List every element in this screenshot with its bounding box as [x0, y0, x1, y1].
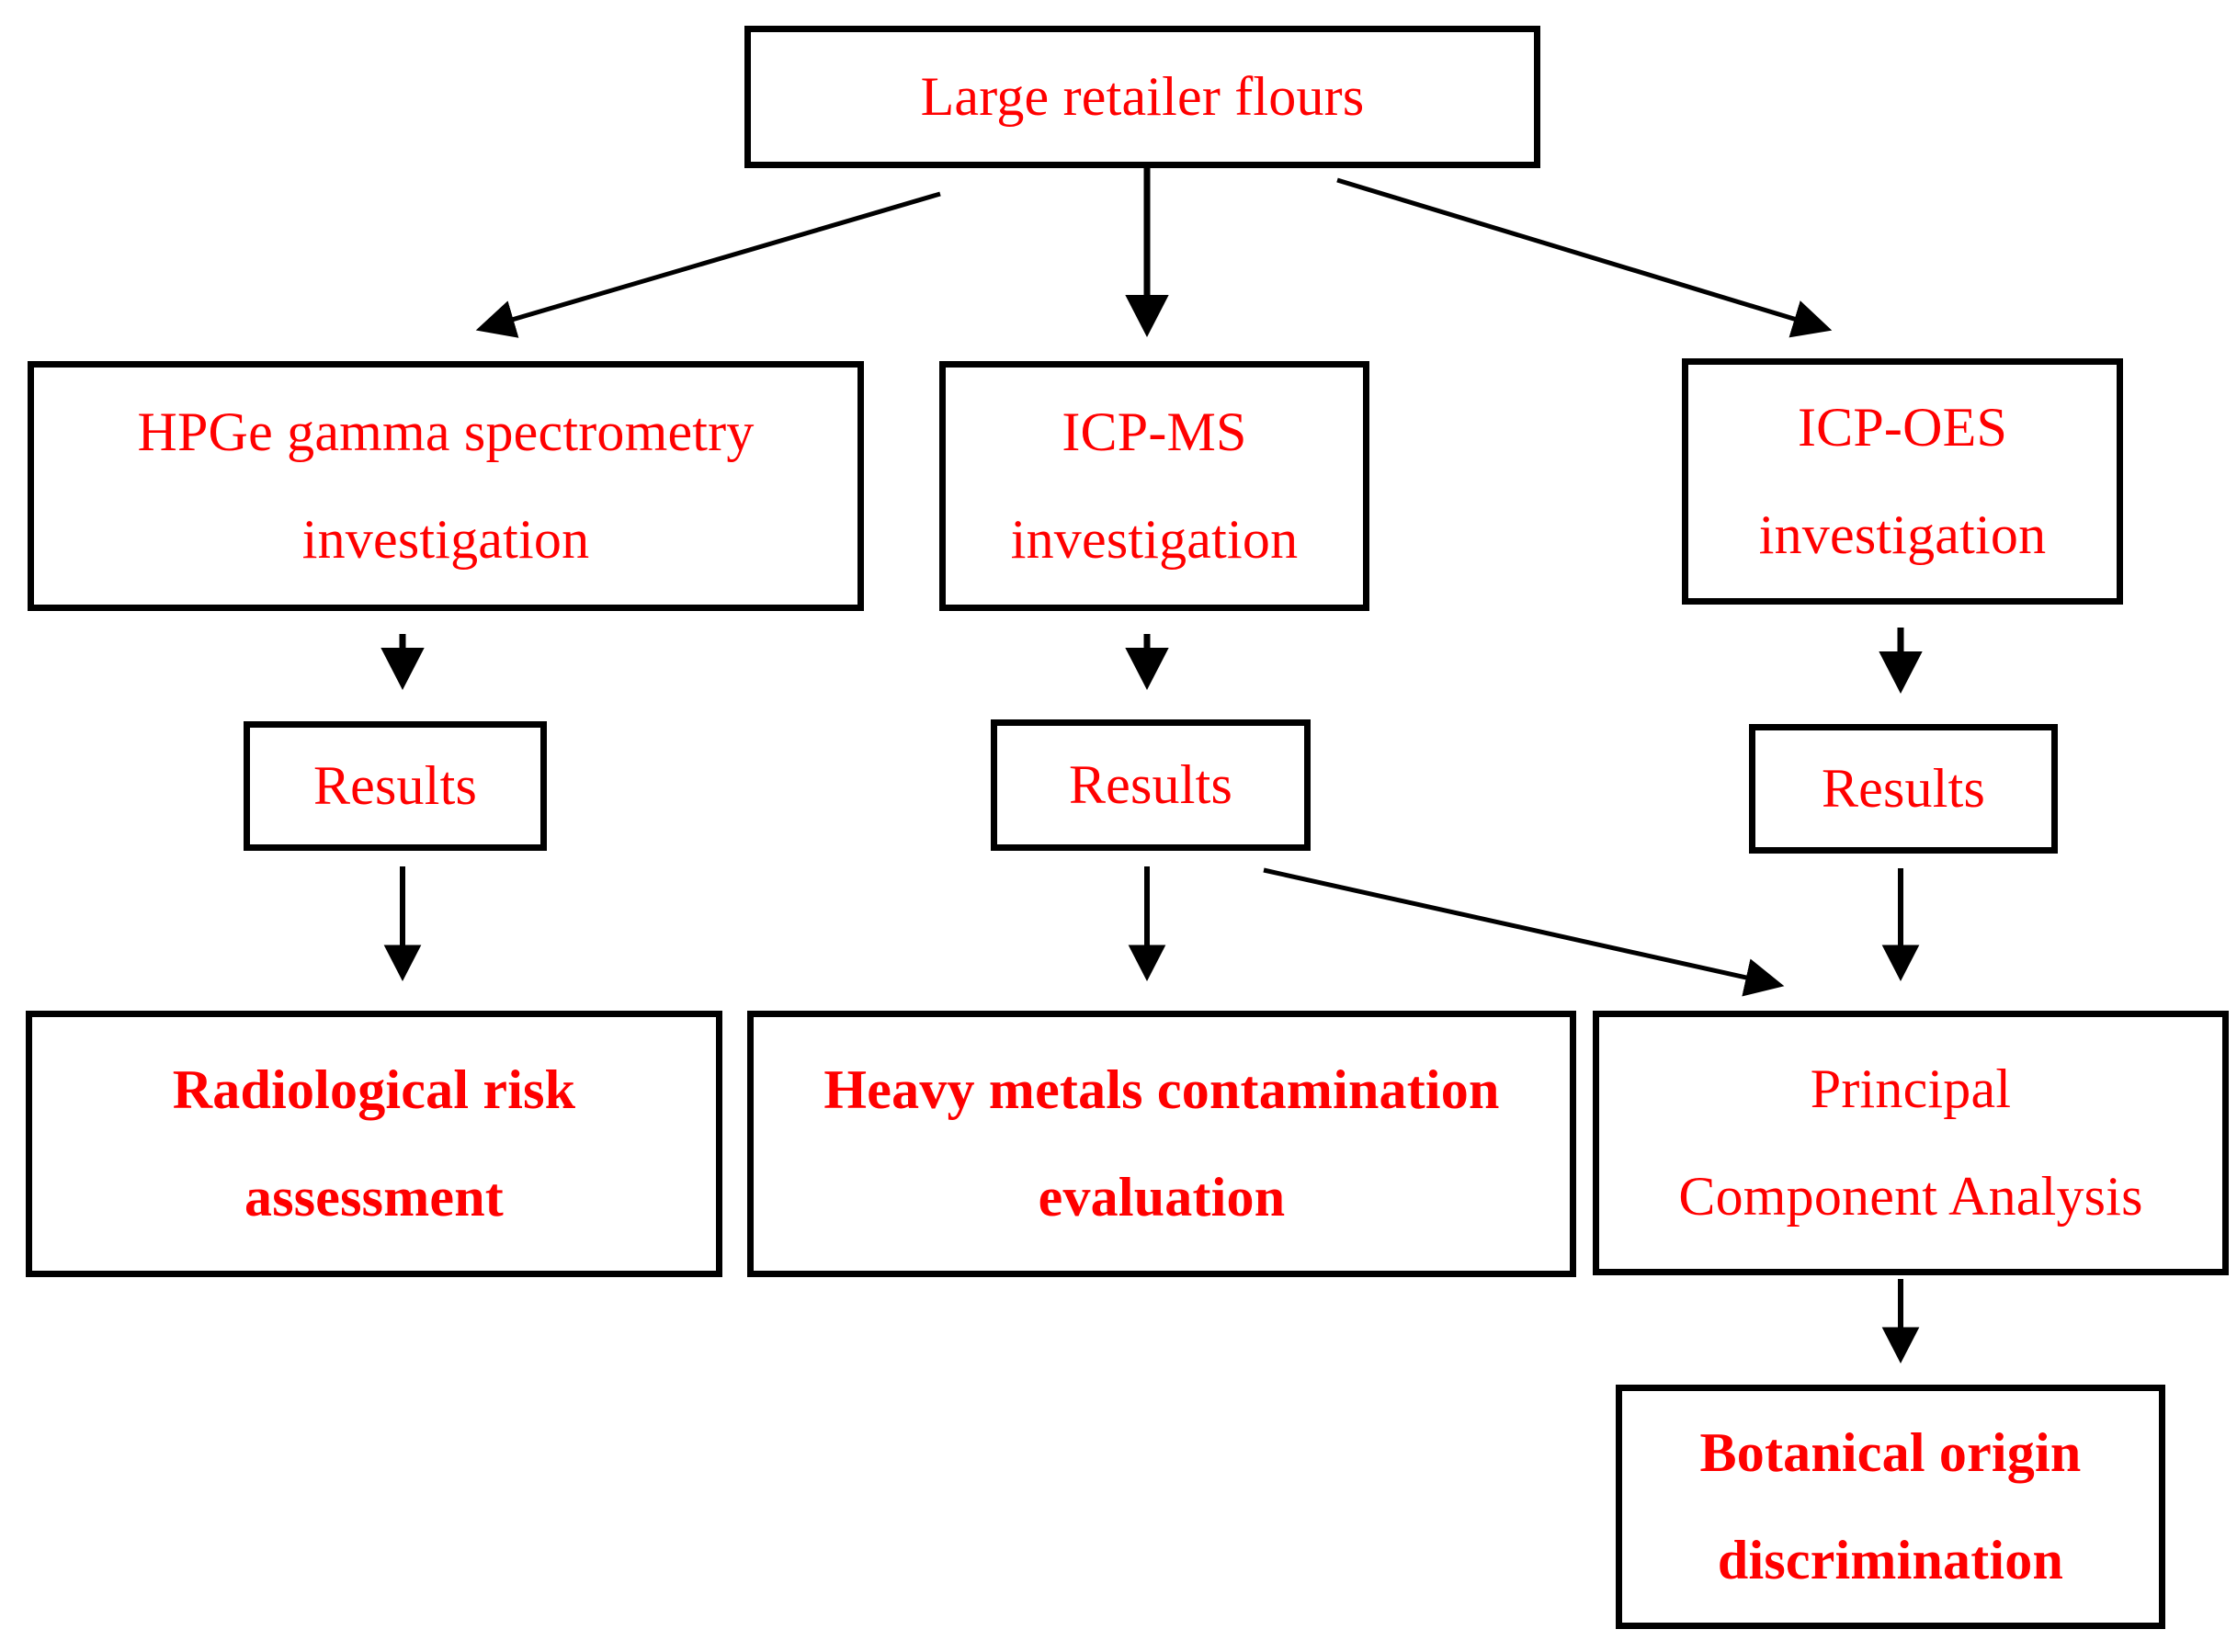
edge-results-mid-to-pca — [1263, 867, 1785, 997]
node-label-line: HPGe gamma spectrometry — [137, 402, 755, 462]
edge-source-to-hpge — [475, 191, 941, 338]
node-label-line: investigation — [1758, 504, 2047, 565]
node-label-line: investigation — [1010, 509, 1299, 570]
node-label-line: assessment — [244, 1167, 504, 1228]
node-heavy-metals-contamination-evaluation[interactable]: Heavy metals contamination evaluation — [747, 1011, 1576, 1277]
node-icp-oes-investigation[interactable]: ICP-OES investigation — [1682, 358, 2123, 605]
node-radiological-risk-assessment[interactable]: Radiological risk assessment — [26, 1011, 722, 1277]
node-label-line: Botanical origin — [1699, 1422, 2082, 1483]
node-label-line: investigation — [301, 509, 590, 570]
node-label-line: Radiological risk — [172, 1059, 576, 1120]
node-botanical-origin-discrimination[interactable]: Botanical origin discrimination — [1616, 1385, 2165, 1629]
node-large-retailer-flours[interactable]: Large retailer flours — [744, 26, 1540, 168]
node-label-line: evaluation — [1038, 1167, 1286, 1228]
node-label-line: ICP-OES — [1797, 397, 2008, 458]
node-principal-component-analysis[interactable]: Principal Component Analysis — [1593, 1011, 2229, 1275]
node-label-line: Results — [1821, 758, 1986, 819]
node-label-line: Results — [312, 755, 478, 816]
node-label-line: Principal — [1810, 1058, 2012, 1119]
node-results-hpge[interactable]: Results — [244, 721, 547, 851]
node-label-line: Heavy metals contamination — [823, 1059, 1500, 1120]
node-results-icp-ms[interactable]: Results — [991, 719, 1311, 851]
node-label-line: Large retailer flours — [920, 66, 1365, 127]
node-hpge-gamma-spectrometry-investigation[interactable]: HPGe gamma spectrometry investigation — [28, 361, 864, 611]
edge-source-to-icpoes — [1336, 177, 1833, 338]
node-results-icp-oes[interactable]: Results — [1749, 724, 2058, 854]
node-icp-ms-investigation[interactable]: ICP-MS investigation — [939, 361, 1369, 611]
node-label-line: ICP-MS — [1062, 402, 1247, 462]
node-label-line: Component Analysis — [1678, 1166, 2143, 1227]
node-label-line: Results — [1068, 754, 1233, 815]
node-label-line: discrimination — [1717, 1530, 2064, 1590]
